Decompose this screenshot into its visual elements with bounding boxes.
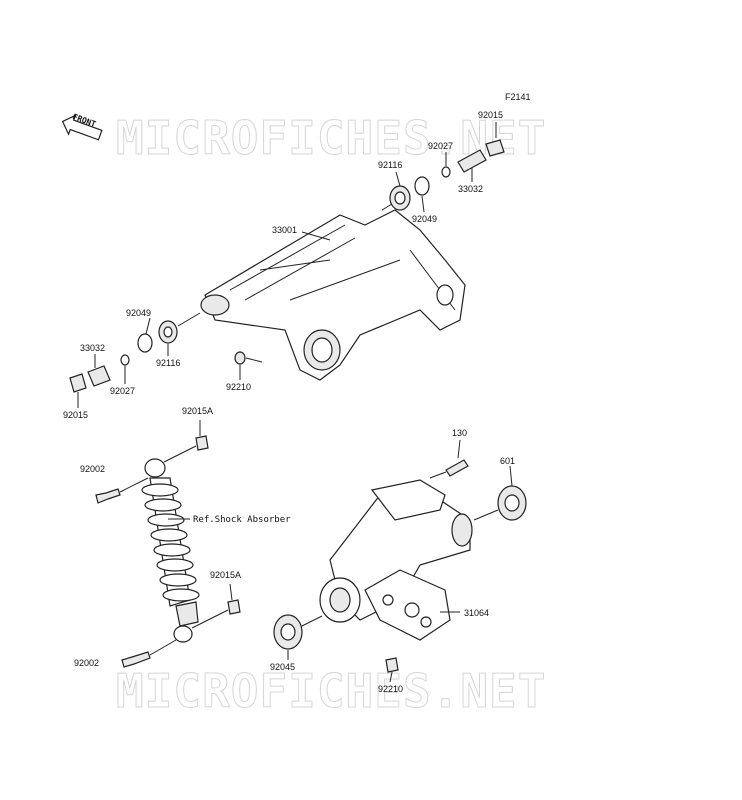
label-92210-low: 92210 bbox=[378, 684, 404, 694]
label-601: 601 bbox=[500, 456, 516, 466]
label-92015-top: 92015 bbox=[478, 110, 504, 120]
shock-spring bbox=[141, 483, 200, 602]
swingarm-33001 bbox=[200, 209, 466, 381]
label-92002-top: 92002 bbox=[80, 464, 106, 474]
shock-absorber bbox=[95, 435, 241, 668]
label-92015-left: 92015 bbox=[63, 410, 89, 420]
axle-housing bbox=[273, 459, 527, 673]
leader-lines bbox=[77, 122, 513, 683]
front-arrow-icon bbox=[61, 114, 103, 141]
top-hardware bbox=[381, 139, 505, 211]
label-92210-mid: 92210 bbox=[226, 382, 252, 392]
label-92015A-low: 92015A bbox=[210, 570, 242, 580]
label-92027-top: 92027 bbox=[428, 141, 454, 151]
label-33032-top: 33032 bbox=[458, 184, 484, 194]
label-92027-left: 92027 bbox=[110, 386, 136, 396]
label-92049-left: 92049 bbox=[126, 308, 152, 318]
label-33032-left: 33032 bbox=[80, 343, 106, 353]
label-92049-top: 92049 bbox=[412, 214, 438, 224]
label-92116-left: 92116 bbox=[156, 358, 181, 368]
watermark-bottom: MICROFICHES.NET bbox=[115, 664, 547, 718]
label-92002-low: 92002 bbox=[74, 658, 100, 668]
label-92045: 92045 bbox=[270, 662, 296, 672]
label-130: 130 bbox=[452, 428, 468, 438]
left-hardware bbox=[69, 312, 263, 393]
label-31064: 31064 bbox=[464, 608, 490, 618]
label-33001: 33001 bbox=[272, 225, 298, 235]
label-92116-top: 92116 bbox=[378, 160, 403, 170]
figure-code: F2141 bbox=[505, 92, 531, 102]
label-92015A-top: 92015A bbox=[182, 406, 214, 416]
reference-label: Ref.Shock Absorber bbox=[193, 515, 291, 525]
